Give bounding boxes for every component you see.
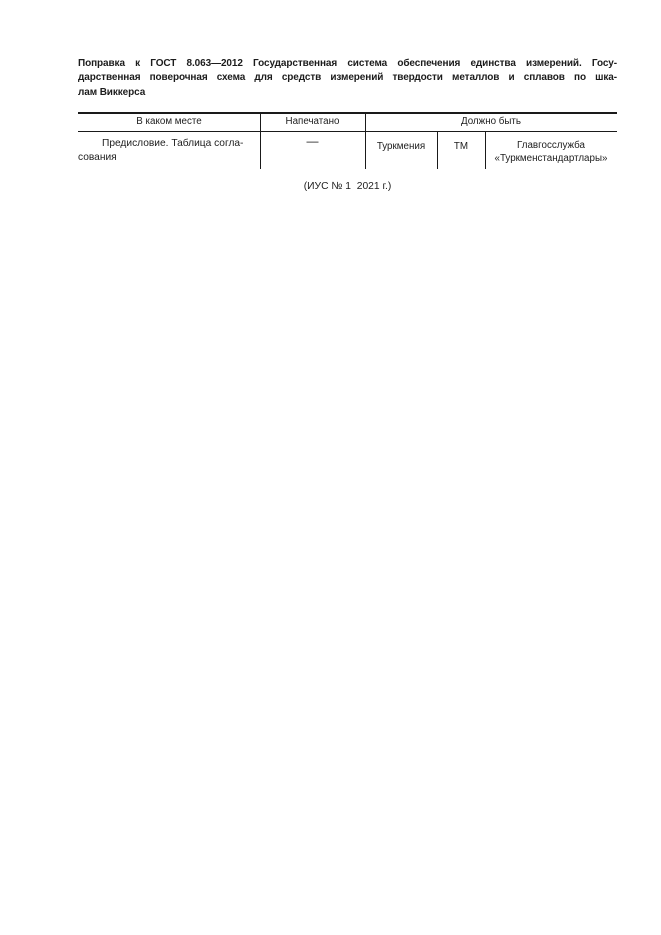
- cell-country: Туркмения: [376, 141, 426, 152]
- correction-heading: Поправка к ГОСТ 8.063—2012 Государственн…: [78, 57, 617, 100]
- cell-organization: Главгосслужба «Туркменстандартлары»: [485, 139, 617, 165]
- issue-note: (ИУС № 1 2021 г.): [303, 181, 392, 192]
- heading-line-2: дарственная поверочная схема для средств…: [78, 72, 617, 84]
- heading-line-3: лам Виккерса: [78, 86, 146, 98]
- table-subcolumn-divider-2: [485, 131, 487, 169]
- cell-printed-dash: —: [306, 134, 319, 148]
- cell-location: Предисловие. Таблица согла- сования: [78, 137, 258, 164]
- correction-table: В каком месте Напечатано Должно быть Пре…: [78, 112, 617, 170]
- table-header-separator: [78, 131, 617, 133]
- column-header-should-be: Должно быть: [460, 116, 522, 127]
- table-top-border: [78, 112, 617, 114]
- cell-country-code: ТМ: [453, 141, 469, 152]
- table-column-divider-1: [260, 112, 262, 169]
- cell-location-line-1: Предисловие. Таблица согла-: [102, 138, 244, 149]
- cell-organization-line-1: Главгосслужба: [517, 139, 585, 151]
- table-column-divider-2: [365, 112, 367, 169]
- cell-organization-line-2: «Туркменстандартлары»: [494, 152, 608, 164]
- column-header-printed: Напечатано: [285, 116, 340, 127]
- column-header-location: В каком месте: [136, 116, 202, 127]
- cell-location-line-2: сования: [78, 151, 117, 163]
- table-subcolumn-divider-1: [437, 131, 439, 169]
- heading-line-1: Поправка к ГОСТ 8.063—2012 Государственн…: [78, 58, 617, 69]
